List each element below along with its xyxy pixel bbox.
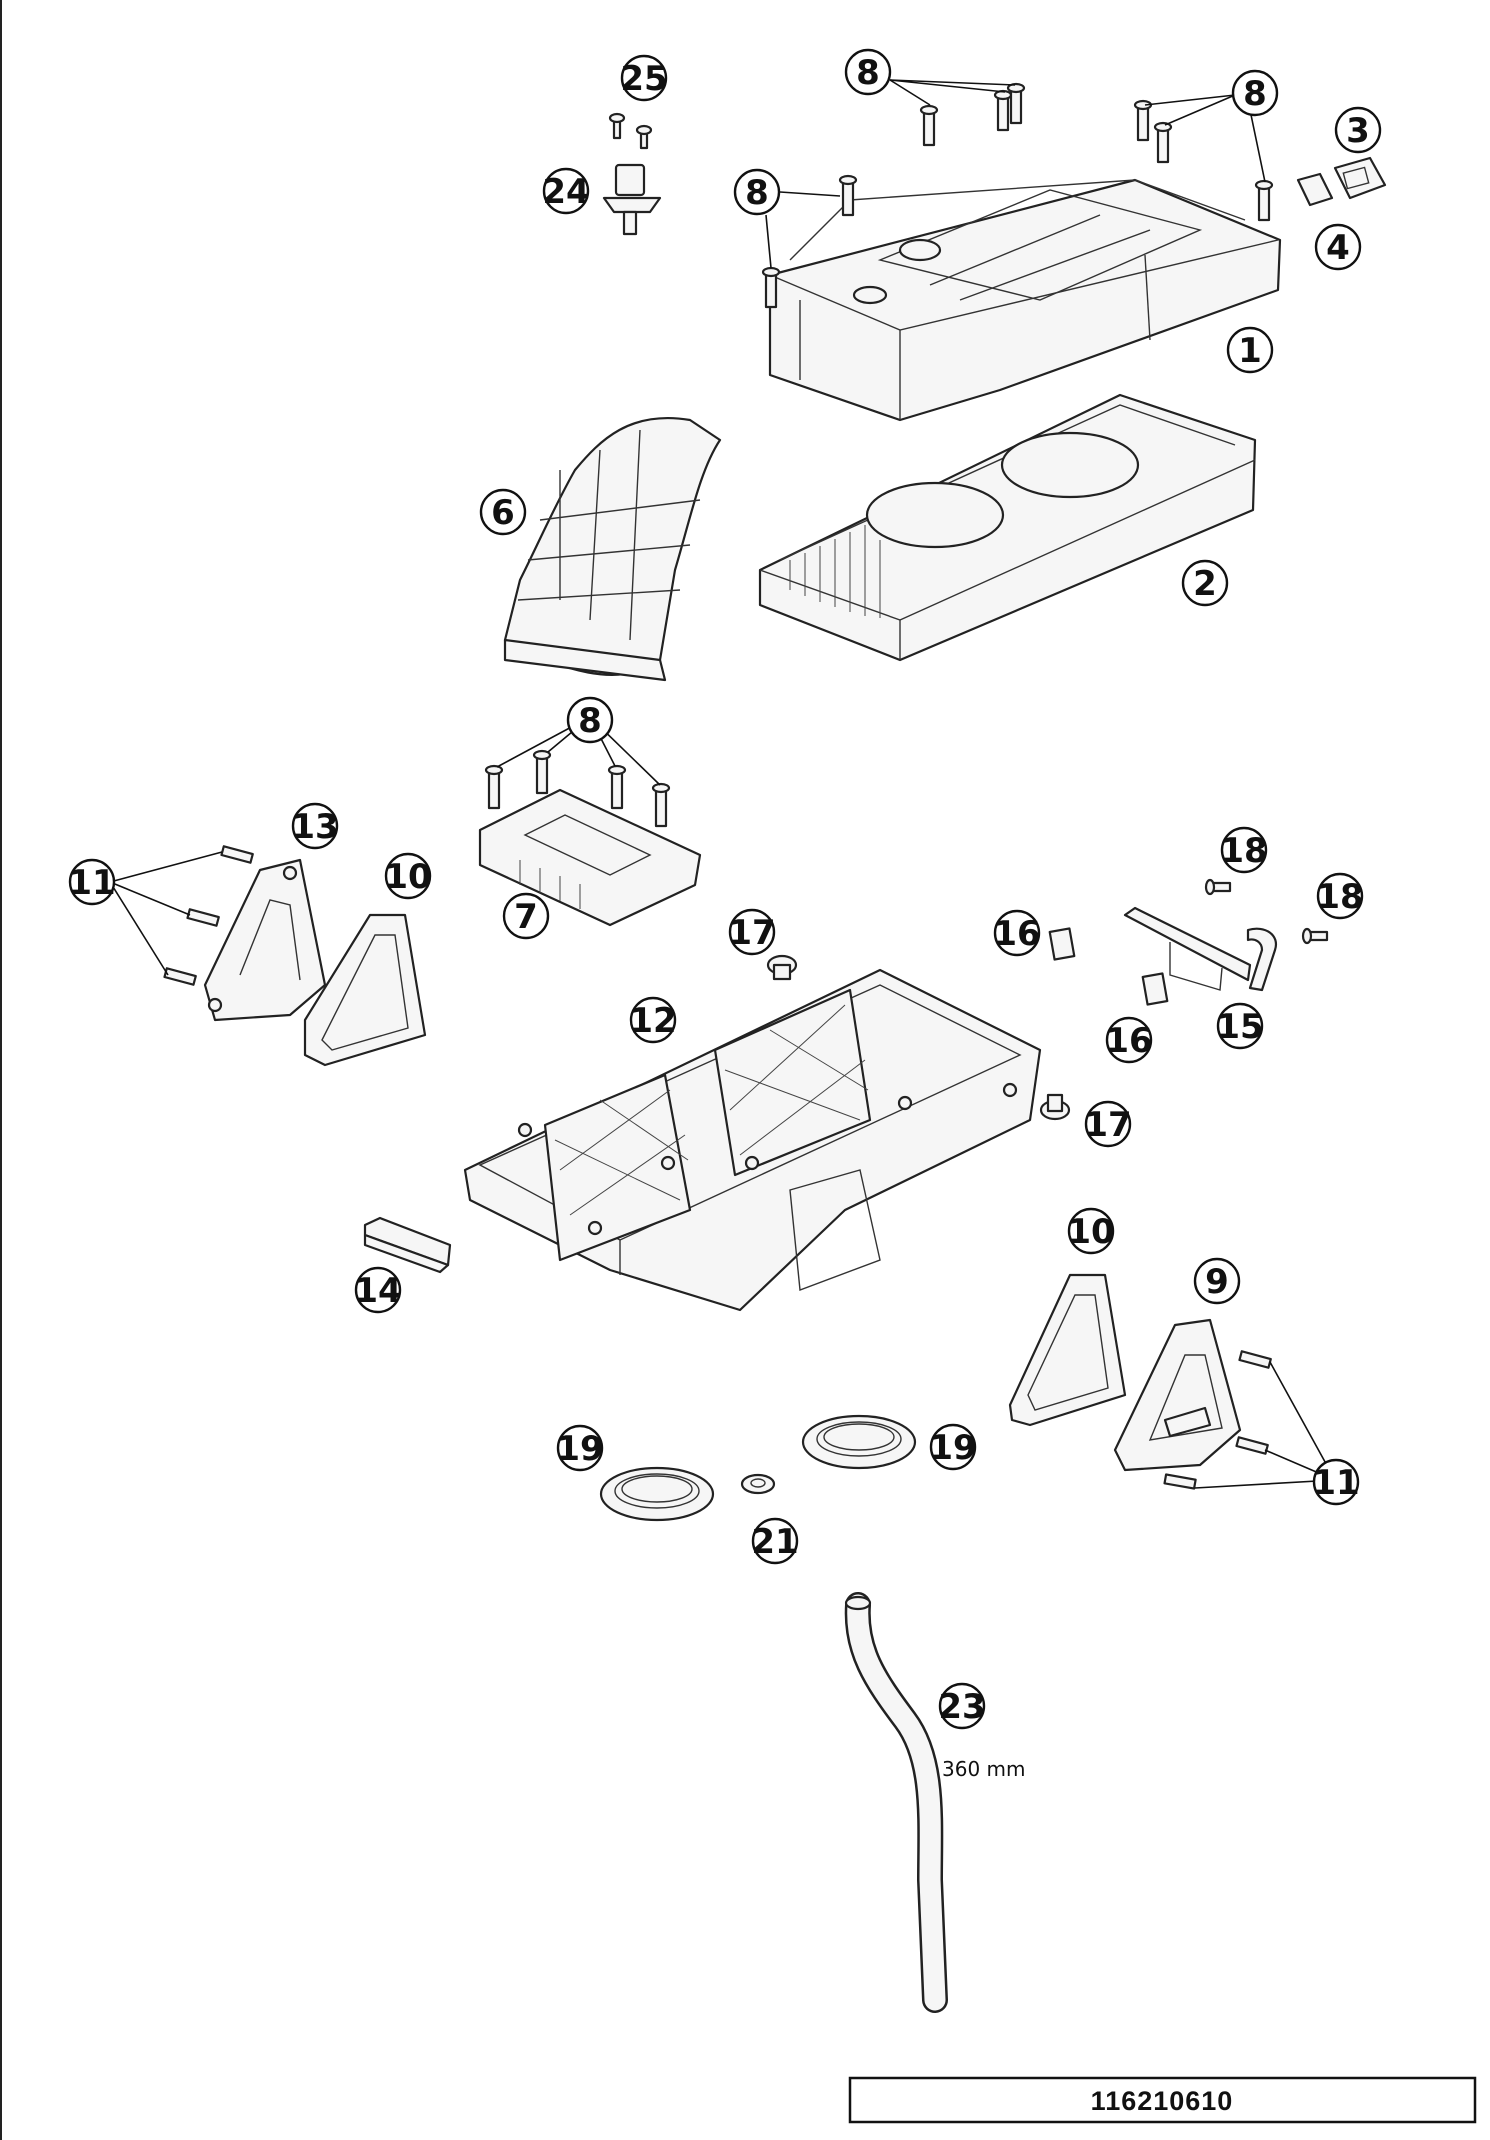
part-screw-18-upper: [1204, 878, 1232, 896]
callout-14: 14: [354, 1266, 402, 1314]
part-screws-25: [608, 112, 653, 150]
part-airbox-housing: [463, 968, 1042, 1312]
svg-text:8: 8: [745, 173, 769, 213]
part-intake-boot: [503, 417, 722, 682]
part-clip-16-upper: [1048, 927, 1076, 961]
svg-text:13: 13: [291, 807, 338, 847]
callout-4: 4: [1314, 223, 1362, 271]
part-intake-flange: [478, 788, 702, 927]
callout-19-left: 19: [556, 1424, 604, 1472]
svg-text:3: 3: [1346, 111, 1370, 151]
part-grommet-upper: [766, 954, 798, 981]
callout-8-top-right: 8: [1231, 69, 1279, 117]
svg-text:16: 16: [993, 914, 1040, 954]
callout-18-upper: 18: [1220, 826, 1268, 874]
callout-6: 6: [479, 488, 527, 536]
svg-text:2: 2: [1193, 564, 1217, 604]
part-clip-16-lower: [1141, 972, 1169, 1006]
leader-lines: [109, 79, 1336, 1489]
part-gasket-right: [1008, 1273, 1127, 1427]
part-clip-14: [363, 1216, 452, 1274]
callout-11-left: 11: [68, 858, 116, 906]
hose-length-label: 360 mm: [942, 1757, 1026, 1781]
svg-text:4: 4: [1326, 228, 1350, 268]
part-cover-and-gasket: [1296, 156, 1387, 207]
svg-text:18: 18: [1220, 831, 1267, 871]
bolts-lid-top: [761, 82, 1274, 309]
callout-24: 24: [542, 167, 590, 215]
callout-1: 1: [1226, 326, 1274, 374]
callout-15: 15: [1216, 1002, 1264, 1050]
callout-13: 13: [291, 802, 339, 850]
svg-text:14: 14: [354, 1271, 401, 1311]
part-grommet-21: [740, 1473, 776, 1495]
svg-text:6: 6: [491, 493, 515, 533]
bolts-right-bracket: [1163, 1350, 1272, 1490]
part-right-bracket: [1113, 1318, 1242, 1472]
svg-text:12: 12: [629, 1001, 676, 1041]
svg-text:19: 19: [929, 1428, 976, 1468]
part-left-bracket: [203, 858, 327, 1022]
part-ring-19-right: [801, 1414, 917, 1470]
svg-text:23: 23: [938, 1687, 985, 1727]
callout-2: 2: [1181, 559, 1229, 607]
callout-7: 7: [502, 892, 550, 940]
callout-12: 12: [629, 996, 677, 1044]
callout-21: 21: [751, 1517, 799, 1565]
svg-text:11: 11: [1312, 1463, 1359, 1503]
reference-number-box: 116210610: [848, 2076, 1477, 2124]
callout-16-upper: 16: [993, 909, 1041, 957]
part-sensor: [602, 163, 662, 236]
svg-text:16: 16: [1105, 1021, 1152, 1061]
callout-10-left: 10: [384, 852, 432, 900]
callout-3: 3: [1334, 106, 1382, 154]
svg-text:19: 19: [556, 1429, 603, 1469]
svg-text:25: 25: [620, 59, 667, 99]
callout-25: 25: [620, 54, 668, 102]
svg-text:7: 7: [514, 897, 538, 937]
callout-11-right: 11: [1312, 1458, 1360, 1506]
callout-18-right: 18: [1316, 872, 1364, 920]
part-airbox-lid: [768, 178, 1282, 422]
part-air-filter: [758, 393, 1257, 662]
svg-text:24: 24: [542, 172, 589, 212]
svg-text:8: 8: [856, 53, 880, 93]
part-bracket-15: [1123, 906, 1278, 992]
svg-text:1: 1: [1238, 331, 1262, 371]
part-hose-23: [844, 1592, 948, 2013]
callout-9: 9: [1193, 1257, 1241, 1305]
part-gasket-left: [303, 913, 427, 1067]
svg-text:9: 9: [1205, 1262, 1229, 1302]
reference-number: 116210610: [1091, 2086, 1234, 2116]
svg-text:11: 11: [68, 863, 115, 903]
bolts-flange: [484, 749, 671, 828]
svg-text:8: 8: [1243, 74, 1267, 114]
svg-text:15: 15: [1216, 1007, 1263, 1047]
callout-8-left: 8: [733, 168, 781, 216]
callout-8-flange: 8: [566, 696, 614, 744]
callout-17-upper: 17: [728, 908, 776, 956]
part-screw-18-right: [1301, 927, 1329, 945]
part-ring-19-left: [599, 1466, 715, 1522]
svg-text:10: 10: [1067, 1212, 1114, 1252]
callout-17-right: 17: [1084, 1100, 1132, 1148]
callout-19-right: 19: [929, 1423, 977, 1471]
callout-10-right: 10: [1067, 1207, 1115, 1255]
callout-23: 23: [938, 1682, 986, 1730]
part-grommet-right: [1039, 1093, 1071, 1121]
svg-text:21: 21: [751, 1522, 798, 1562]
callout-8-top: 8: [844, 48, 892, 96]
svg-text:18: 18: [1316, 877, 1363, 917]
svg-text:17: 17: [1084, 1105, 1131, 1145]
callouts: 1 2 3 4 6 7 8 8 8 8 9 10 10 11 11 12 13 …: [68, 48, 1382, 1730]
callout-16-lower: 16: [1105, 1016, 1153, 1064]
svg-text:17: 17: [728, 913, 775, 953]
svg-text:10: 10: [384, 857, 431, 897]
svg-text:8: 8: [578, 701, 602, 741]
